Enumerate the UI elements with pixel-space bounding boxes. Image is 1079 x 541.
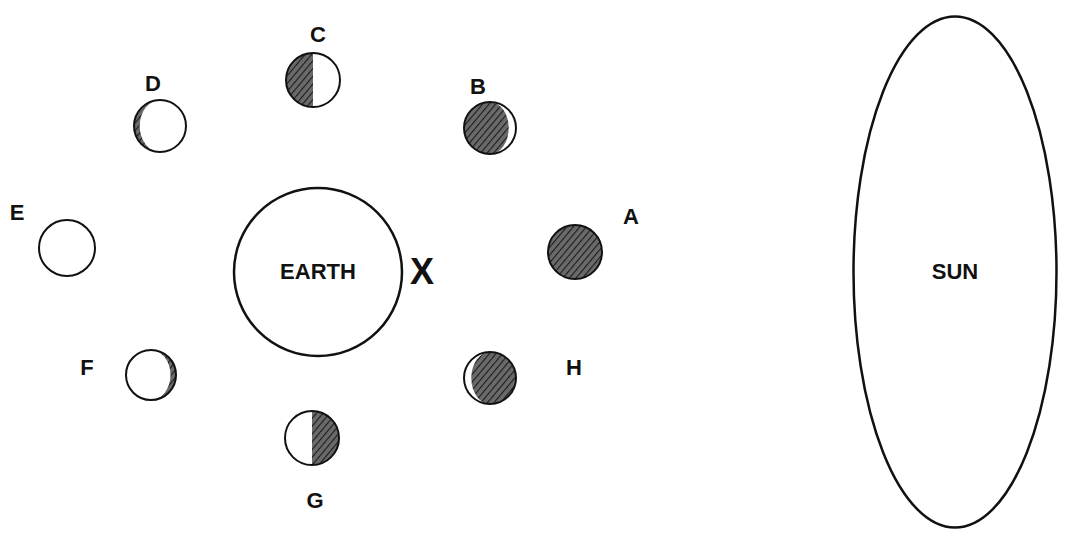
moon-phase: C — [286, 53, 340, 107]
earth-circle: EARTH — [233, 187, 403, 357]
moon-dark — [548, 225, 602, 279]
moon-outline — [464, 352, 516, 404]
moon-phase: A — [548, 225, 602, 279]
moon-lit — [548, 225, 602, 279]
moon-lit — [286, 53, 340, 107]
phase-letter: C — [310, 24, 326, 46]
phase-letter: H — [566, 357, 582, 379]
phase-letter: D — [145, 73, 161, 95]
moon-lit — [464, 102, 516, 154]
moon-dark — [312, 411, 339, 465]
phase-letter: B — [470, 76, 486, 98]
moon-symbol — [548, 225, 602, 279]
moon-lit — [126, 350, 176, 400]
moon-outline — [39, 220, 95, 276]
moon-symbol — [134, 100, 186, 152]
body-name: EARTH — [280, 261, 356, 283]
moon-dark — [286, 53, 313, 107]
moon-lit — [464, 352, 516, 404]
moon-lit — [39, 220, 95, 276]
moon-phase: E — [39, 220, 95, 276]
moon-outline — [285, 411, 339, 465]
moon-symbol — [126, 350, 176, 400]
moon-phase: H — [464, 352, 516, 404]
moon-lit — [134, 100, 186, 152]
phase-letter: F — [80, 357, 93, 379]
phase-letter: E — [10, 202, 25, 224]
moon-outline — [464, 102, 516, 154]
moon-phase: B — [464, 102, 516, 154]
moon-dark — [134, 100, 160, 152]
moon-phase: D — [134, 100, 186, 152]
phase-letter: A — [623, 206, 639, 228]
moon-lit — [285, 411, 339, 465]
moon-symbol — [39, 220, 95, 276]
moon-outline — [126, 350, 176, 400]
moon-symbol — [286, 53, 340, 107]
moon-symbol — [285, 411, 339, 465]
moon-dark — [151, 350, 176, 400]
moon-symbol — [464, 352, 516, 404]
phase-letter: G — [306, 490, 323, 512]
moon-phase: G — [285, 411, 339, 465]
sun-outline — [854, 17, 1057, 528]
observer-mark: X — [410, 254, 434, 290]
moon-outline — [548, 225, 602, 279]
earth-outline — [234, 188, 402, 356]
body-name: SUN — [932, 261, 978, 283]
moon-outline — [286, 53, 340, 107]
moon-symbol — [464, 102, 516, 154]
moon-outline — [134, 100, 186, 152]
moon-phase: F — [126, 350, 176, 400]
sun-ellipse: SUN — [852, 15, 1058, 529]
